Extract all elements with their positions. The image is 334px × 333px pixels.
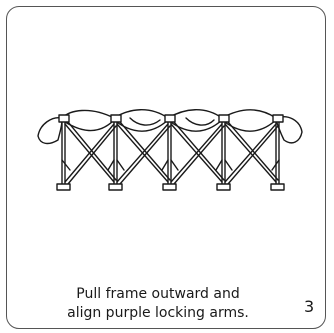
instruction-card: [6, 6, 326, 329]
instruction-line-1: Pull frame outward and: [76, 286, 240, 302]
leg-posts: [61, 119, 280, 186]
canopy-fold: [185, 117, 215, 126]
instruction-line-2: align purple locking arms.: [67, 305, 249, 321]
step-number: 3: [304, 297, 315, 316]
canopy-left-flap: [37, 117, 63, 145]
canopy-fold: [129, 117, 161, 126]
locking-arms: [61, 159, 280, 171]
instruction-text: Pull frame outward and align purple lock…: [40, 285, 276, 323]
top-connectors: [58, 114, 284, 123]
foot-plates: [56, 183, 285, 191]
